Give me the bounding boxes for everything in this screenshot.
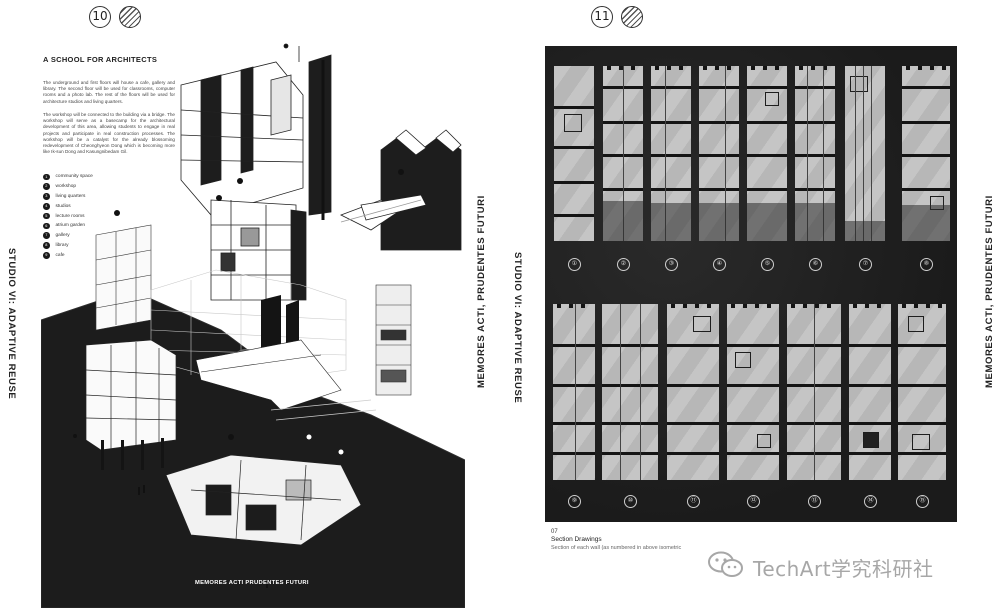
legend-number: 5: [43, 212, 50, 220]
side-motto-left: MEMORES ACTI, PRUDENTES FUTURI: [476, 195, 487, 388]
section-label: ⑤: [761, 258, 774, 271]
legend-item: 6 atrium garden: [43, 221, 93, 231]
wall-section-10: [602, 304, 658, 480]
section-label: ⑧: [920, 258, 933, 271]
page-title: A SCHOOL FOR ARCHITECTS: [43, 55, 158, 64]
wall-section-1: [554, 66, 594, 241]
legend-label: living quarters: [55, 193, 86, 199]
wall-section-14: [849, 304, 891, 480]
section-label: ①: [568, 258, 581, 271]
wall-section-6: [795, 66, 835, 241]
legend-number: 8: [43, 242, 50, 249]
section-label: ⑩: [624, 495, 637, 508]
section-label: ⑪: [687, 495, 700, 508]
wechat-icon: [708, 551, 743, 577]
wall-section-2: [603, 66, 643, 241]
wall-section-5: [747, 66, 787, 241]
section-label: ⑭: [864, 495, 877, 508]
wall-section-4: [699, 66, 739, 241]
legend-item: 2 workshop: [43, 182, 93, 192]
section-label: ④: [713, 258, 726, 271]
caption-title: Section Drawings: [551, 536, 602, 543]
legend-number: 3: [43, 193, 50, 200]
side-title-left: STUDIO VI: ADAPTIVE REUSE: [6, 248, 17, 400]
legend-number: 1: [43, 173, 50, 181]
section-label: ⑮: [916, 495, 929, 508]
wall-section-3: [651, 66, 691, 241]
description-paragraph-2: The workshop will be connected to the bu…: [43, 112, 175, 155]
page-number-left: 10: [89, 6, 111, 28]
legend-item: 5 lecture rooms: [43, 211, 93, 221]
legend-label: workshop: [55, 184, 77, 190]
side-motto-right: MEMORES ACTI, PRUDENTES FUTURI: [984, 195, 995, 388]
legend-item: 7 gallery: [43, 231, 93, 241]
section-label: ③: [665, 258, 678, 271]
section-label: ②: [617, 258, 630, 271]
caption-text: Section of each wall (as numbered in abo…: [551, 545, 682, 551]
legend-label: library: [55, 242, 69, 248]
section-label: ⑨: [568, 495, 581, 508]
side-title-right: STUDIO VI: ADAPTIVE REUSE: [512, 252, 523, 404]
section-label: ⑫: [747, 495, 760, 508]
wall-section-11: [667, 304, 719, 480]
wall-section-9: [553, 304, 595, 480]
wall-section-7: [845, 66, 885, 241]
legend-number: 6: [43, 222, 50, 230]
wall-section-12: [727, 304, 779, 480]
legend-number: 9: [43, 252, 50, 259]
program-legend: 1 community space 2 workshop 3 living quart…: [43, 172, 93, 260]
wall-section-13: [787, 304, 841, 480]
hatch-icon-left: [119, 6, 141, 28]
legend-item: 9 cafe: [43, 250, 93, 260]
legend-item: 1 community space: [43, 172, 93, 182]
wall-section-8: [902, 66, 950, 241]
legend-item: 4 studios: [43, 201, 93, 211]
wall-section-15: [898, 304, 946, 480]
section-label: ⑦: [859, 258, 872, 271]
section-label: ⑬: [808, 495, 821, 508]
section-label: ⑥: [809, 258, 822, 271]
watermark-text: TechArt学究科研社: [753, 557, 934, 581]
footer-motto: MEMORES ACTI PRUDENTES FUTURI: [195, 580, 309, 586]
description-paragraph-1: The underground and first floors will ho…: [43, 80, 175, 104]
hatch-icon-right: [621, 6, 643, 28]
isometric-drawing: [41, 43, 465, 608]
legend-label: lecture rooms: [55, 213, 85, 219]
caption-number: 07: [551, 529, 558, 535]
legend-label: studios: [55, 203, 71, 209]
legend-label: cafe: [55, 252, 65, 258]
legend-label: community space: [55, 174, 93, 180]
legend-item: 3 living quarters: [43, 192, 93, 202]
legend-number: 4: [43, 203, 50, 210]
legend-label: atrium garden: [55, 223, 86, 229]
legend-number: 7: [43, 232, 50, 239]
page-number-right: 11: [591, 6, 613, 28]
legend-number: 2: [43, 183, 50, 190]
legend-item: 8 library: [43, 241, 93, 251]
legend-label: gallery: [55, 233, 70, 239]
